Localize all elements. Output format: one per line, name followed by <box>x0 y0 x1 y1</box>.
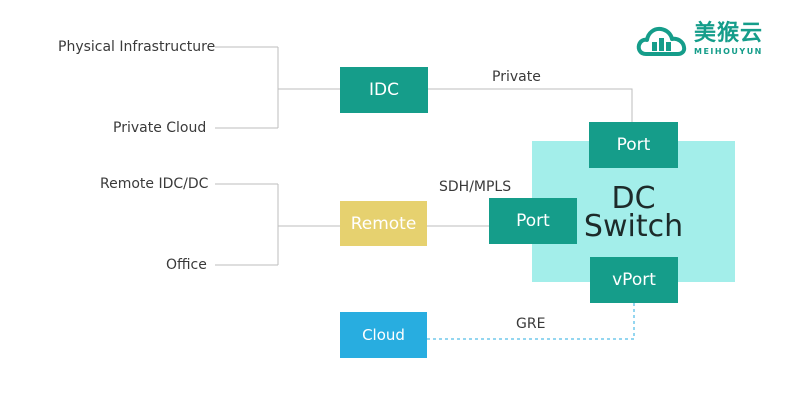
line-private <box>428 88 633 122</box>
dc-switch-line2: Switch <box>583 209 684 244</box>
label-sdh-mpls: SDH/MPLS <box>439 179 512 195</box>
cloud-building-icon <box>636 26 687 56</box>
label-gre: GRE <box>516 316 546 332</box>
line-gre <box>427 303 635 340</box>
label-remote-idc: Remote IDC/DC <box>100 176 209 192</box>
brand-name: 美猴云 <box>694 21 764 46</box>
vport: vPort <box>590 257 678 303</box>
port-top: Port <box>589 122 678 168</box>
cloud-node: Cloud <box>340 312 427 358</box>
dc-switch-line1: DC <box>611 181 656 216</box>
label-private-cloud: Private Cloud <box>113 120 207 136</box>
port-left: Port <box>489 198 577 244</box>
label-office: Office <box>166 257 207 273</box>
label-physical-infrastructure: Physical Infrastructure <box>58 39 216 55</box>
remote-node: Remote <box>340 201 427 246</box>
label-private-link: Private <box>492 69 541 85</box>
idc-node: IDC <box>340 67 428 113</box>
brand-subtitle: MEIHOUYUN <box>694 47 763 56</box>
